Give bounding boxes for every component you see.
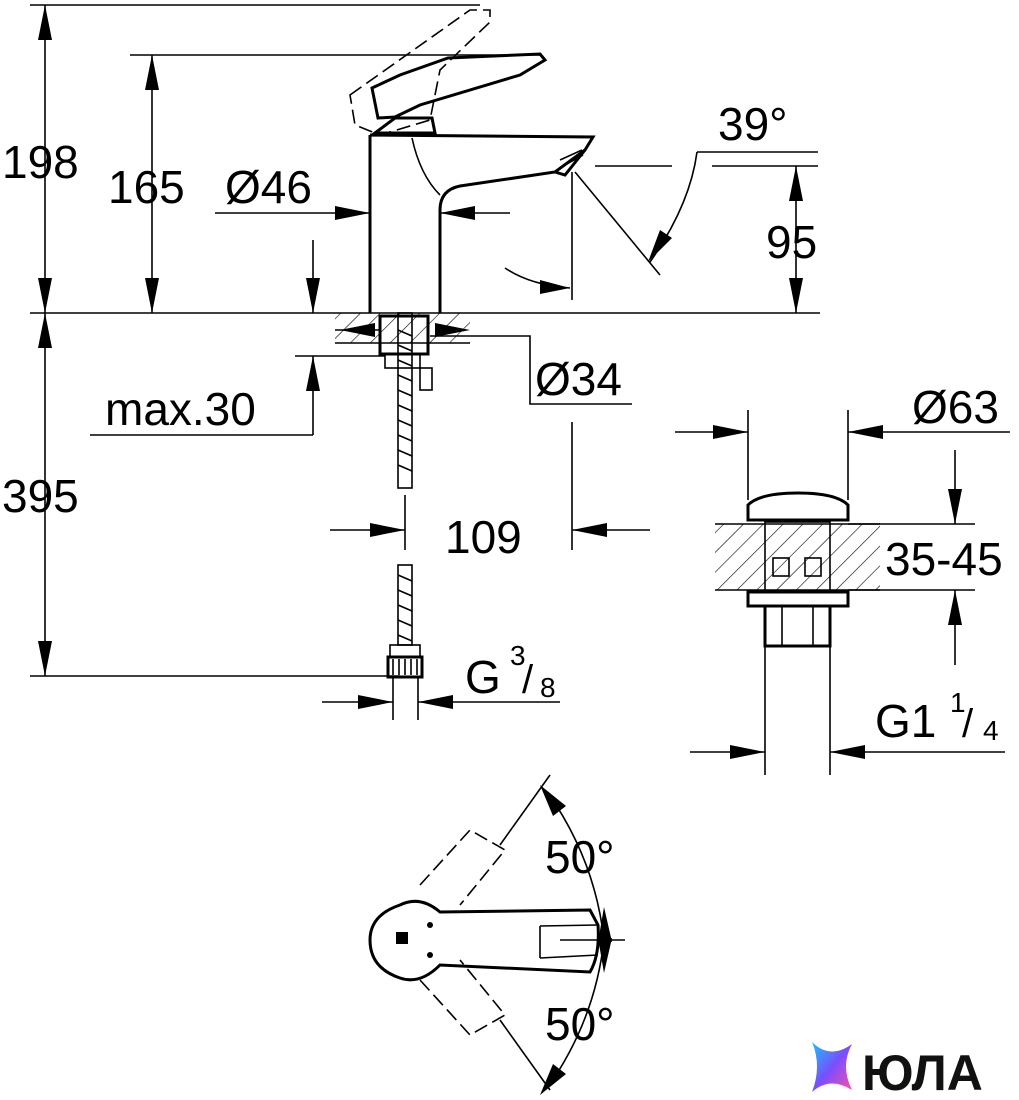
dim-g38-den: 8 xyxy=(540,672,556,703)
dim-35-45-label: 35-45 xyxy=(885,533,1003,585)
dim-395-label: 395 xyxy=(2,470,79,522)
dimension-165: 165 xyxy=(108,54,540,313)
dim-max30-label: max.30 xyxy=(105,383,256,435)
dim-g38-num: 3 xyxy=(510,640,526,671)
dimension-109: 109 xyxy=(330,422,650,563)
swivel-upper-label: 50° xyxy=(545,831,615,883)
dimension-95: 95 xyxy=(712,165,818,313)
dim-198-label: 198 xyxy=(2,136,79,188)
dimension-198: 198 xyxy=(2,4,480,313)
dim-109-label: 109 xyxy=(445,511,522,563)
dim-34-label: Ø34 xyxy=(535,353,622,405)
faucet-side-view xyxy=(349,9,596,313)
dim-165-label: 165 xyxy=(108,161,185,213)
hose-connection: G 3 / 8 xyxy=(322,564,560,720)
dimension-max-30: max.30 xyxy=(90,240,320,436)
brand-logo: ЮЛА xyxy=(812,1042,983,1100)
dimension-diameter-46: Ø46 xyxy=(215,161,510,220)
logo-text: ЮЛА xyxy=(862,1045,983,1100)
faucet-top-view: 50° 50° xyxy=(368,774,625,1095)
dim-g114-den: 4 xyxy=(983,715,999,746)
dim-63-label: Ø63 xyxy=(912,381,999,433)
dimension-angle-39: 39° xyxy=(504,98,818,300)
dim-46-label: Ø46 xyxy=(225,161,312,213)
waste-valve: Ø63 35-45 G1 1 / 4 xyxy=(675,381,1010,775)
dimension-diameter-34: Ø34 xyxy=(430,335,632,405)
logo-star-icon xyxy=(812,1042,852,1092)
dim-95-label: 95 xyxy=(766,216,817,268)
dim-g114-prefix: G1 xyxy=(875,695,936,747)
dimension-395: 395 xyxy=(2,313,400,677)
swivel-lower-label: 50° xyxy=(545,998,615,1050)
dim-g38-slash: / xyxy=(522,658,534,702)
dim-39-label: 39° xyxy=(718,98,788,150)
dim-g114-slash: / xyxy=(962,702,974,746)
deck-mounting xyxy=(295,312,470,489)
dim-g38-prefix: G xyxy=(465,651,501,703)
dim-g114-num: 1 xyxy=(950,687,966,718)
